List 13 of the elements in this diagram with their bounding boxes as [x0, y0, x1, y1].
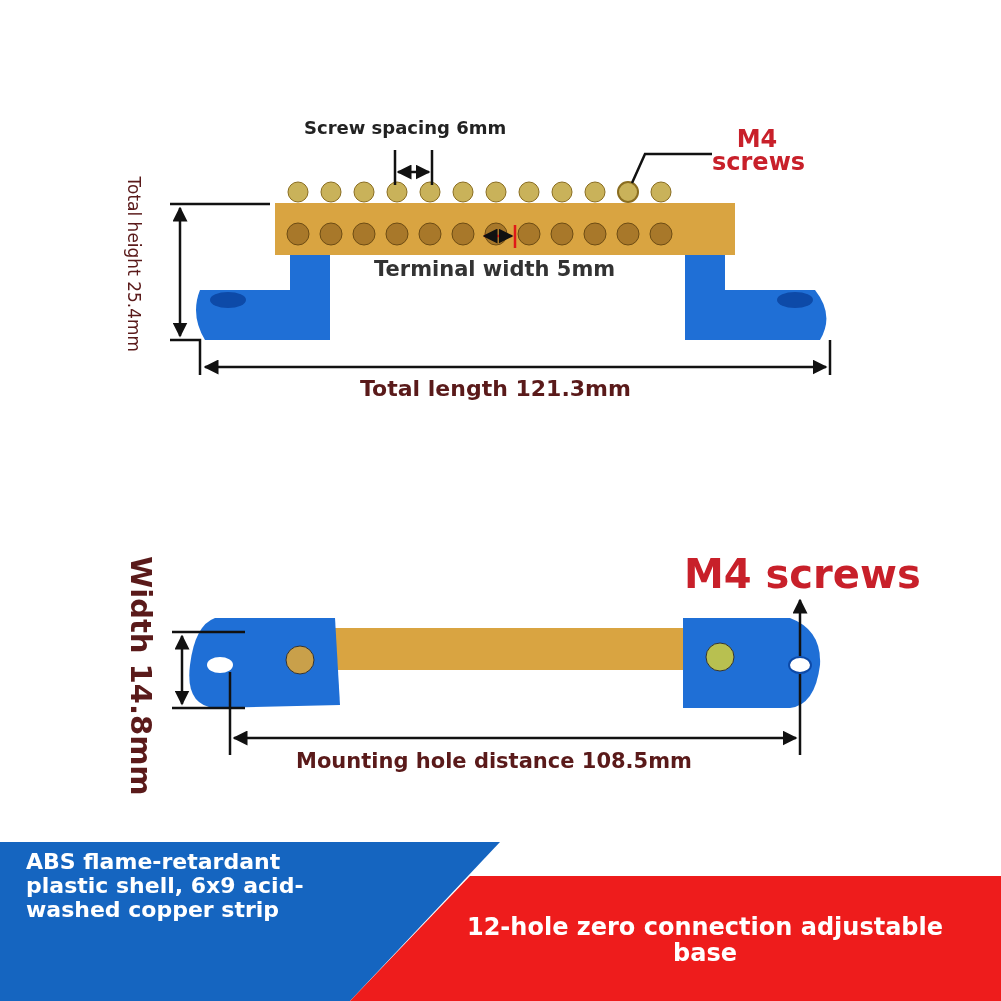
dimension-label: Terminal width 5mm [374, 258, 616, 282]
arrow [792, 598, 808, 656]
leader-line [630, 152, 712, 184]
callout-label: M4 screws [712, 128, 802, 174]
dimension-label: Total length 121.3mm [360, 377, 631, 402]
dimension-label: Mounting hole distance 108.5mm [296, 750, 692, 774]
screw-head [617, 181, 639, 203]
dimension-label: Width 14.8mm [123, 556, 156, 796]
banner-text: 12-hole zero connection adjustable base [440, 914, 970, 967]
banner-text: ABS flame-retardant plastic shell, 6x9 acid-washed copper strip [26, 850, 331, 923]
callout-label: M4 screws [684, 552, 921, 596]
dimension-label: Screw spacing 6mm [304, 118, 507, 138]
dimension-label: Total height 25.4mm [124, 176, 144, 353]
